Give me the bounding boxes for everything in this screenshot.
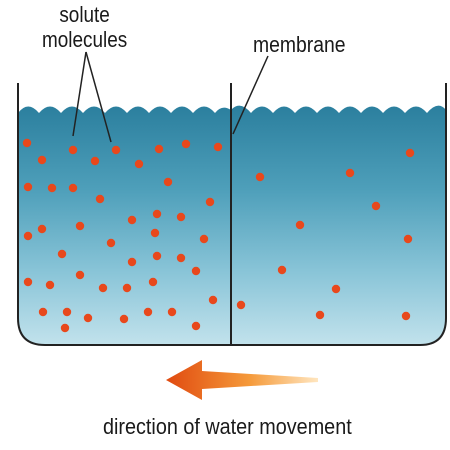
membrane-pointer-line <box>232 55 269 135</box>
solute-molecule-left <box>95 194 105 204</box>
solute-molecule-right <box>371 201 381 211</box>
solute-molecule-left <box>176 212 186 222</box>
solute-molecule-left <box>23 231 33 241</box>
solute-molecule-left <box>205 197 215 207</box>
container-outline <box>17 83 447 346</box>
solute-molecule-left <box>83 313 93 323</box>
solute-molecule-left <box>75 270 85 280</box>
solute-molecule-left <box>213 142 223 152</box>
solute-molecule-left <box>57 249 67 259</box>
solute-molecule-left <box>127 215 137 225</box>
solute-label-line1: solute <box>59 2 110 27</box>
solute-molecule-right <box>236 300 246 310</box>
solute-molecule-right <box>403 234 413 244</box>
solute-molecule-left <box>37 155 47 165</box>
solute-molecule-left <box>191 266 201 276</box>
solute-molecule-left <box>152 251 162 261</box>
solute-molecule-left <box>23 182 33 192</box>
solute-molecule-right <box>401 311 411 321</box>
solute-molecule-left <box>75 221 85 231</box>
solute-molecule-left <box>199 234 209 244</box>
solute-molecule-left <box>208 295 218 305</box>
solute-molecule-left <box>119 314 129 324</box>
solute-molecule-left <box>23 277 33 287</box>
water-movement-arrow <box>166 360 318 400</box>
solute-molecule-left <box>181 139 191 149</box>
solute-molecule-left <box>167 307 177 317</box>
solute-molecules <box>22 138 415 333</box>
solute-molecule-left <box>163 177 173 187</box>
solute-molecule-left <box>122 283 132 293</box>
solute-molecule-right <box>405 148 415 158</box>
solute-label-line2: molecules <box>42 27 128 52</box>
direction-label: direction of water movement <box>103 414 352 439</box>
solute-molecule-left <box>47 183 57 193</box>
solute-pointer-line <box>72 51 87 137</box>
solute-molecule-left <box>134 159 144 169</box>
solute-molecule-left <box>68 183 78 193</box>
solute-molecule-right <box>315 310 325 320</box>
solute-molecule-left <box>191 321 201 331</box>
solute-molecule-left <box>38 307 48 317</box>
solute-molecule-left <box>148 277 158 287</box>
solute-molecule-left <box>106 238 116 248</box>
solute-molecule-left <box>176 253 186 263</box>
solute-molecule-right <box>295 220 305 230</box>
solute-molecule-left <box>45 280 55 290</box>
membrane-label: membrane <box>253 32 346 57</box>
solute-molecule-left <box>143 307 153 317</box>
solute-molecule-left <box>152 209 162 219</box>
solute-molecules-label: solute molecules <box>42 2 127 52</box>
solute-molecule-left <box>90 156 100 166</box>
solute-molecule-right <box>345 168 355 178</box>
solute-molecule-left <box>111 145 121 155</box>
solute-molecule-left <box>68 145 78 155</box>
solute-molecule-left <box>154 144 164 154</box>
solute-molecule-left <box>127 257 137 267</box>
solute-molecule-left <box>60 323 70 333</box>
solute-molecule-right <box>255 172 265 182</box>
solute-molecule-left <box>150 228 160 238</box>
solute-pointer-line <box>85 51 112 143</box>
solute-molecule-left <box>98 283 108 293</box>
solute-molecule-left <box>22 138 32 148</box>
solute-molecule-left <box>62 307 72 317</box>
solute-molecule-right <box>277 265 287 275</box>
solute-molecule-left <box>37 224 47 234</box>
solute-molecule-right <box>331 284 341 294</box>
